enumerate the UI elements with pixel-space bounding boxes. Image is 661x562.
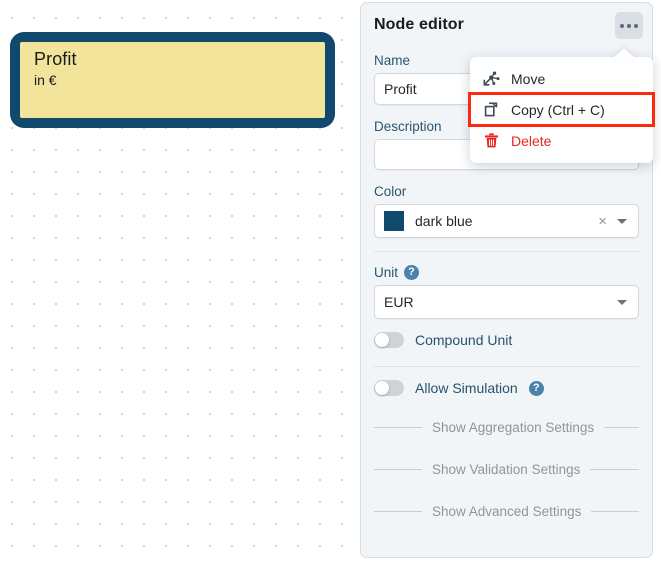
graph-node-subtitle: in € (34, 72, 57, 88)
color-label: Color (374, 184, 407, 199)
allow-simulation-label: Allow Simulation (415, 380, 518, 396)
show-validation-settings-expander[interactable]: Show Validation Settings (361, 462, 652, 477)
move-nodes-icon (483, 70, 500, 87)
clear-icon[interactable]: × (598, 212, 607, 230)
menu-item-delete[interactable]: Delete (470, 125, 653, 156)
ellipsis-dot (627, 23, 631, 28)
allow-simulation-toggle-row: Allow Simulation ? (361, 380, 652, 396)
node-context-menu: Move Copy (Ctrl + C) (468, 48, 655, 163)
color-swatch (384, 211, 404, 231)
color-select-value: dark blue (415, 213, 473, 229)
unit-select[interactable]: EUR (374, 285, 639, 319)
copy-icon (483, 101, 500, 118)
divider-line (590, 469, 639, 470)
ellipsis-dot (634, 23, 638, 28)
description-label: Description (374, 119, 442, 134)
ellipsis-icon[interactable] (615, 12, 643, 39)
show-advanced-settings-label: Show Advanced Settings (432, 504, 582, 519)
menu-item-delete-label: Delete (511, 132, 552, 149)
divider-line (374, 469, 422, 470)
divider-line (374, 511, 422, 512)
unit-label-text: Unit (374, 265, 399, 280)
page-title: Node editor (374, 16, 464, 33)
compound-unit-label: Compound Unit (415, 332, 513, 348)
menu-item-move-label: Move (511, 70, 546, 87)
divider-line (591, 511, 639, 512)
divider (374, 366, 639, 367)
menu-pointer (613, 48, 635, 58)
divider-line (604, 427, 639, 428)
unit-label: Unit ? (374, 265, 639, 280)
show-aggregation-settings-label: Show Aggregation Settings (432, 420, 595, 435)
color-field-group: Color dark blue × (361, 184, 652, 238)
help-icon[interactable]: ? (404, 265, 420, 280)
menu-item-move[interactable]: Move (470, 63, 653, 94)
ellipsis-dot (620, 23, 624, 28)
help-icon[interactable]: ? (528, 380, 544, 396)
name-label: Name (374, 53, 411, 68)
color-select[interactable]: dark blue × (374, 204, 639, 238)
chevron-down-icon[interactable] (617, 299, 627, 305)
compound-unit-toggle[interactable] (374, 332, 404, 348)
menu-item-copy[interactable]: Copy (Ctrl + C) (468, 92, 655, 127)
divider-line (374, 427, 422, 428)
panel-header: Node editor (361, 3, 652, 51)
menu-item-copy-label: Copy (Ctrl + C) (511, 101, 605, 118)
graph-node-title: Profit (34, 49, 77, 69)
unit-select-value: EUR (384, 294, 414, 310)
chevron-down-icon[interactable] (617, 218, 627, 224)
show-advanced-settings-expander[interactable]: Show Advanced Settings (361, 504, 652, 519)
graph-node-body: Profit in € (20, 42, 325, 118)
compound-unit-toggle-row: Compound Unit (361, 332, 652, 348)
unit-field-group: Unit ? EUR (361, 265, 652, 319)
divider (374, 251, 639, 252)
toggle-knob (375, 381, 389, 395)
show-validation-settings-label: Show Validation Settings (432, 462, 581, 477)
show-aggregation-settings-expander[interactable]: Show Aggregation Settings (361, 420, 652, 435)
graph-node-profit[interactable]: Profit in € (10, 32, 335, 128)
name-input-value: Profit (384, 81, 417, 97)
toggle-knob (375, 333, 389, 347)
allow-simulation-toggle[interactable] (374, 380, 404, 396)
trash-icon (483, 132, 500, 149)
